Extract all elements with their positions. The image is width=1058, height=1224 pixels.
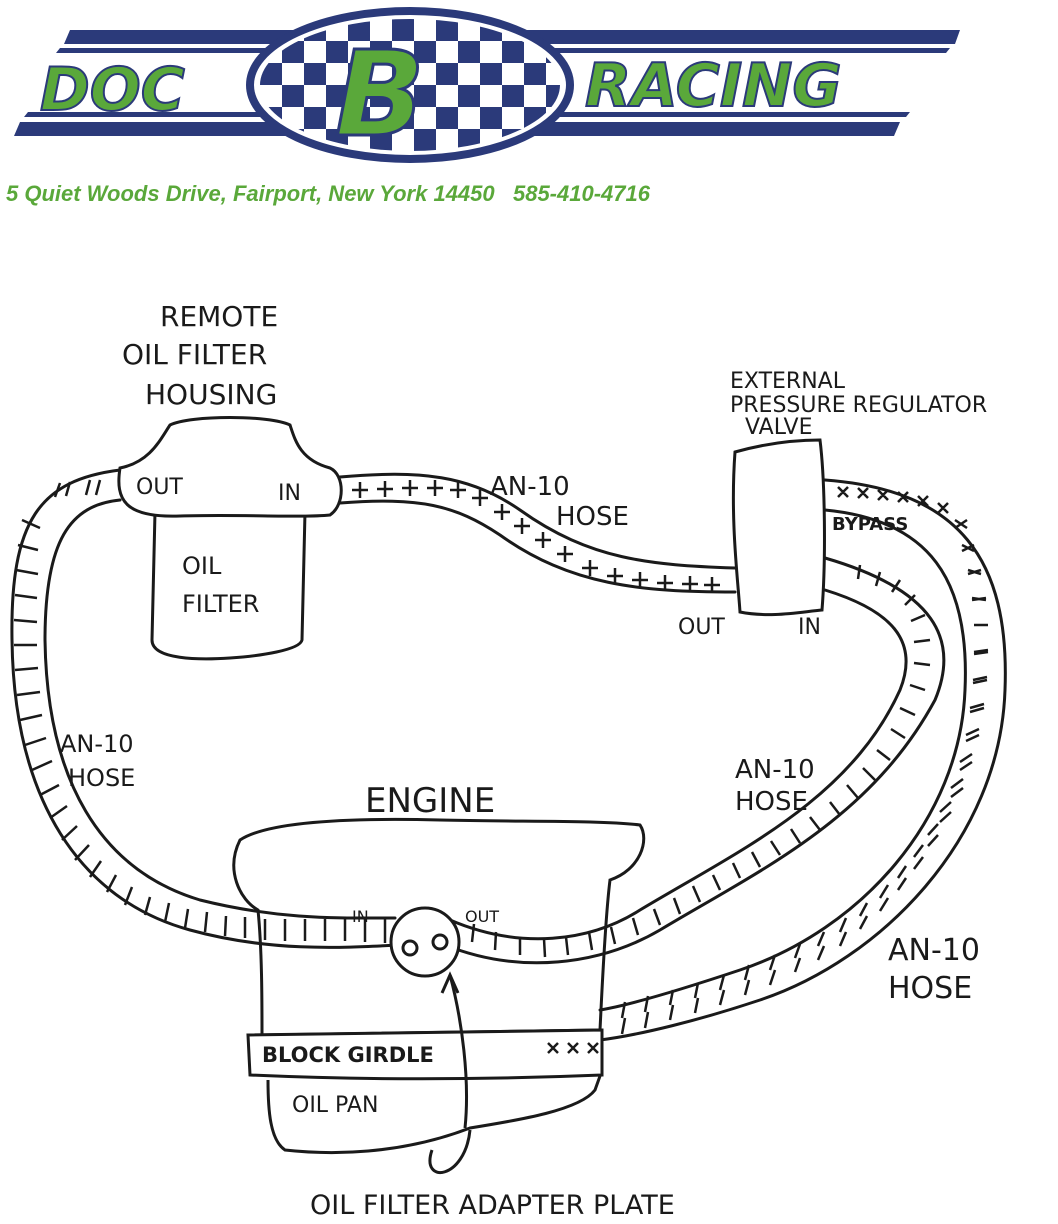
logo-racing-text: RACING (585, 51, 842, 121)
adapter-fitting (389, 906, 461, 978)
filter-title-label: REMOTE OIL FILTER HOUSING (122, 300, 278, 411)
top-hose-label-line1: AN-10 (490, 472, 570, 502)
right-inner-hose-inner (448, 588, 908, 941)
right-outer-hose-outer (598, 478, 1007, 1042)
adapter-plate-label: OIL FILTER ADAPTER PLATE (310, 1190, 675, 1221)
oil-pan-label: OIL PAN (292, 1093, 378, 1118)
girdle-hose-end (547, 1042, 599, 1054)
engine (232, 817, 646, 1175)
engine-out-label: OUT (465, 907, 499, 926)
adapter-pointer-line (448, 974, 468, 1129)
right-outer-hose-label-line1: AN-10 (888, 933, 980, 968)
adapter-leader-line (428, 1129, 472, 1175)
top-hose-lower (338, 499, 737, 594)
engine-label: ENGINE (365, 781, 495, 821)
doc-b-racing-logo: DOC B RACING (14, 7, 960, 165)
filter-out-label: OUT (136, 475, 183, 500)
right-outer-hose-label-line2: HOSE (888, 971, 972, 1006)
right-inner-hose-outer (443, 556, 946, 965)
oil-filter-line2: FILTER (182, 590, 259, 618)
regulator-title-line3: VALVE (745, 415, 812, 440)
logo-doc-text: DOC (40, 55, 185, 125)
bypass-label: BYPASS (832, 514, 908, 535)
fitting-out-port (431, 933, 449, 951)
letterhead-address: 5 Quiet Woods Drive, Fairport, New York … (6, 181, 650, 206)
regulator-in-label: IN (798, 615, 821, 640)
left-hose-label-line1: AN-10 (60, 730, 134, 758)
filter-housing-head (117, 416, 343, 518)
oil-filter-line1: OIL (182, 552, 222, 580)
right-inner-hose-label-line2: HOSE (735, 787, 808, 817)
block-girdle (246, 1028, 604, 1081)
hoses (10, 468, 1007, 1042)
regulator-out-label: OUT (678, 615, 725, 640)
logo-b-text: B (335, 25, 425, 163)
pressure-regulator-valve (731, 438, 826, 617)
filter-in-label: IN (278, 481, 301, 506)
oil-pan (266, 1075, 602, 1155)
filter-title-line3: HOUSING (145, 378, 277, 411)
adapter-pointer-arrow (440, 971, 460, 994)
regulator-title-line1: EXTERNAL (730, 369, 846, 394)
filter-title-line1: REMOTE (160, 300, 278, 333)
engine-block (232, 817, 646, 1037)
left-hose-label-line2: HOSE (68, 764, 135, 792)
top-hose-label-line2: HOSE (556, 502, 629, 532)
left-hose-inner (43, 498, 397, 920)
engine-in-label: IN (352, 907, 369, 926)
right-inner-hose-label-line1: AN-10 (735, 755, 815, 785)
right-outer-hose-inner (598, 508, 967, 1012)
hose-hatching (13, 479, 989, 1035)
left-hose-outer (10, 468, 402, 949)
filter-title-line2: OIL FILTER (122, 338, 267, 371)
top-hose-upper (338, 472, 737, 570)
regulator-title-line2: PRESSURE REGULATOR (730, 393, 987, 418)
remote-filter-housing (117, 416, 343, 661)
block-girdle-label: BLOCK GIRDLE (262, 1043, 434, 1067)
oil-filter-body (150, 510, 307, 661)
regulator-title-label: EXTERNAL PRESSURE REGULATOR VALVE (730, 369, 987, 440)
fitting-in-port (401, 939, 419, 957)
